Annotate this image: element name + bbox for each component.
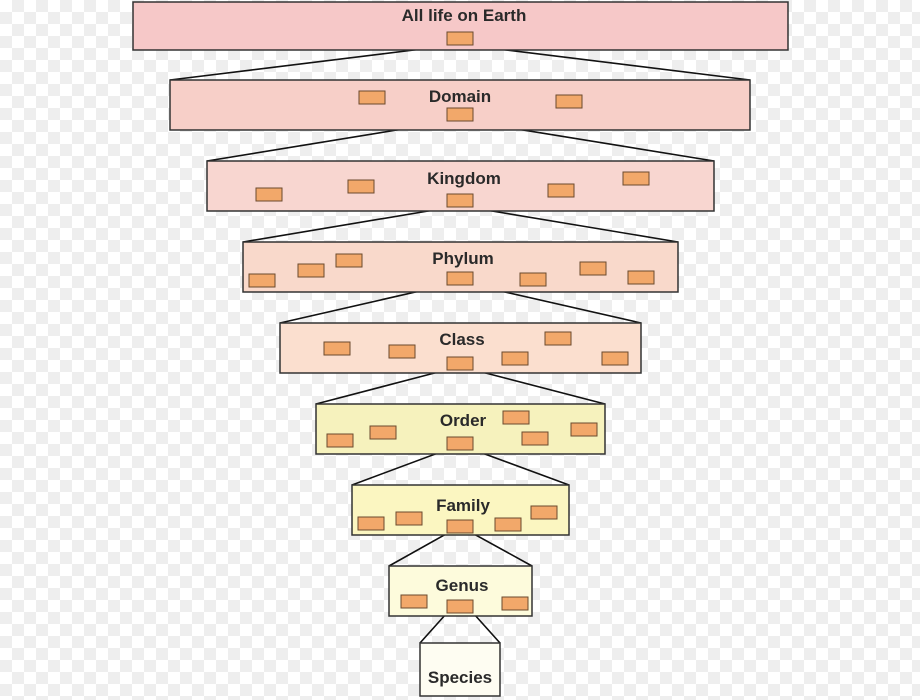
taxon-box bbox=[347, 179, 375, 194]
taxon-box bbox=[297, 263, 325, 278]
taxon-box bbox=[579, 261, 607, 276]
level-species: Species bbox=[419, 642, 501, 697]
taxon-box bbox=[446, 599, 474, 614]
connector-all-life-to-domain bbox=[169, 45, 751, 81]
taxon-box bbox=[335, 253, 363, 268]
connector-kingdom-to-phylum bbox=[242, 207, 679, 243]
level-label-order: Order bbox=[440, 411, 487, 430]
taxon-box bbox=[400, 594, 428, 609]
taxon-box bbox=[446, 31, 474, 46]
level-label-species: Species bbox=[428, 668, 492, 687]
level-class: Class bbox=[279, 322, 642, 374]
taxon-box bbox=[501, 596, 529, 611]
taxon-box bbox=[395, 511, 423, 526]
taxon-box bbox=[388, 344, 416, 359]
taxon-box bbox=[627, 270, 655, 285]
taxon-box bbox=[446, 356, 474, 371]
taxon-box bbox=[248, 273, 276, 288]
level-label-kingdom: Kingdom bbox=[427, 169, 501, 188]
connector-genus-to-species bbox=[419, 613, 501, 644]
taxon-box bbox=[530, 505, 558, 520]
taxon-box bbox=[519, 272, 547, 287]
taxon-box bbox=[255, 187, 283, 202]
taxon-box bbox=[547, 183, 575, 198]
level-phylum: Phylum bbox=[242, 241, 679, 293]
level-order: Order bbox=[315, 403, 606, 455]
connector-family-to-genus bbox=[388, 533, 533, 567]
taxon-box bbox=[502, 410, 530, 425]
level-box-species bbox=[419, 642, 501, 697]
level-family: Family bbox=[351, 484, 570, 536]
taxon-box bbox=[601, 351, 629, 366]
taxon-box bbox=[446, 436, 474, 451]
level-all-life: All life on Earth bbox=[132, 1, 789, 51]
taxon-box bbox=[446, 519, 474, 534]
taxon-box bbox=[446, 107, 474, 122]
taxon-box bbox=[446, 193, 474, 208]
level-label-domain: Domain bbox=[429, 87, 491, 106]
level-box-domain bbox=[169, 79, 751, 131]
taxon-box bbox=[358, 90, 386, 105]
taxon-box bbox=[622, 171, 650, 186]
taxon-box bbox=[501, 351, 529, 366]
taxon-box bbox=[544, 331, 572, 346]
taxon-box bbox=[323, 341, 351, 356]
taxon-box bbox=[555, 94, 583, 109]
level-label-genus: Genus bbox=[436, 576, 489, 595]
level-label-family: Family bbox=[436, 496, 490, 515]
taxon-box bbox=[326, 433, 354, 448]
taxon-box bbox=[369, 425, 397, 440]
taxon-box bbox=[494, 517, 522, 532]
connector-class-to-order bbox=[315, 369, 606, 405]
taxon-box bbox=[521, 431, 549, 446]
level-label-all-life: All life on Earth bbox=[402, 6, 527, 25]
taxon-box bbox=[570, 422, 598, 437]
level-genus: Genus bbox=[388, 565, 533, 617]
taxon-box bbox=[446, 271, 474, 286]
level-domain: Domain bbox=[169, 79, 751, 131]
level-label-phylum: Phylum bbox=[432, 249, 493, 268]
connector-order-to-family bbox=[351, 449, 570, 486]
taxon-box bbox=[357, 516, 385, 531]
level-label-class: Class bbox=[439, 330, 484, 349]
level-kingdom: Kingdom bbox=[206, 160, 715, 212]
